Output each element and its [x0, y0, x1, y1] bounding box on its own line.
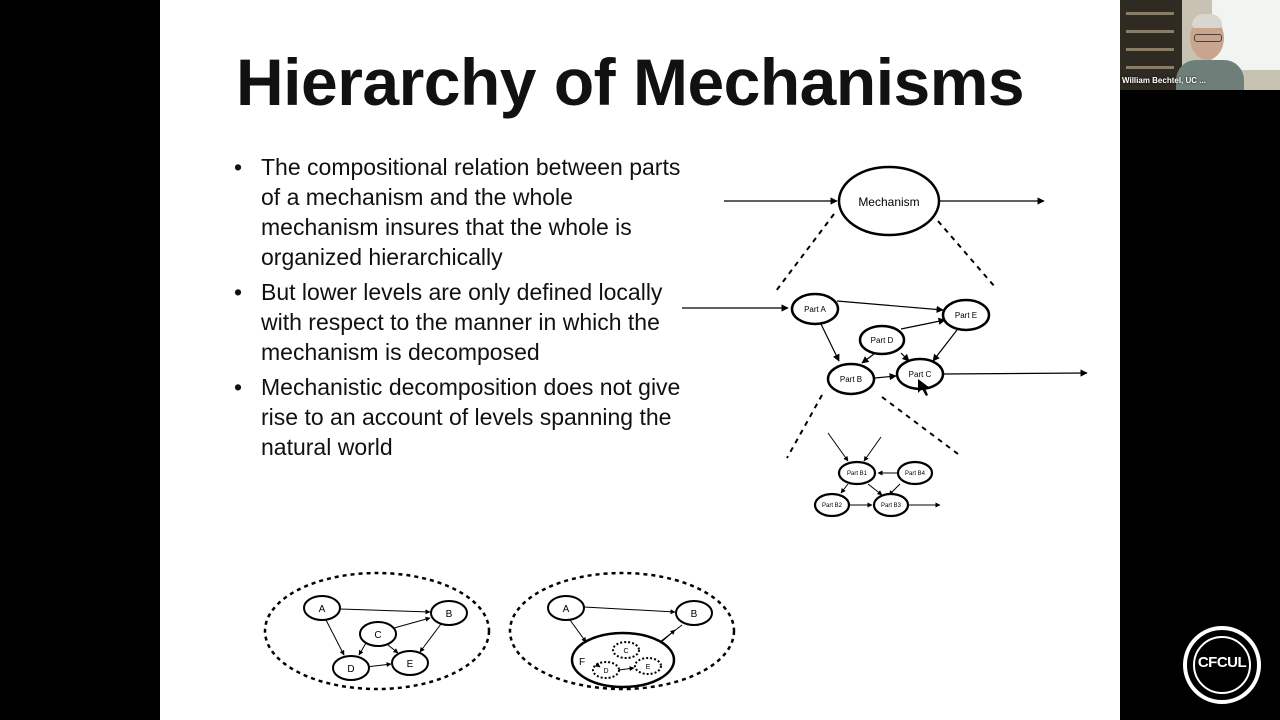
part-b3-label: Part B3 [881, 503, 902, 509]
part-e-node [941, 298, 991, 332]
node-b [675, 600, 713, 626]
participant-torso [1176, 60, 1244, 90]
node-d-label: D [347, 664, 354, 675]
part-b2-node [813, 492, 851, 518]
node-a [547, 595, 585, 621]
graph-right: F C D E A B [508, 571, 736, 691]
inner-node-c-label: C [623, 648, 628, 655]
bullet-icon: • [234, 279, 243, 305]
node-a-label: A [563, 604, 570, 615]
mechanism-node [837, 165, 941, 237]
node-e [391, 650, 429, 676]
part-b2-label: Part B2 [822, 503, 843, 509]
part-b4-node [896, 460, 934, 486]
mechanism-label: Mechanism [858, 195, 919, 209]
bullet-item: • Mechanistic decomposition does not give… [234, 372, 694, 462]
bullet-text: The compositional relation between parts… [261, 154, 681, 270]
right-letterbox [1120, 0, 1280, 720]
part-b-node [826, 362, 876, 396]
node-b [430, 600, 468, 626]
bookshelf-background [1120, 0, 1182, 90]
bullet-list: • The compositional relation between part… [234, 152, 694, 467]
presentation-slide: Hierarchy of Mechanisms • The composition… [160, 0, 1120, 720]
inner-node-e [634, 657, 662, 675]
node-a-label: A [319, 604, 326, 615]
bullet-text: Mechanistic decomposition does not give … [261, 374, 681, 460]
graph-right-boundary [508, 571, 736, 691]
logo-text: CFCUL [1197, 654, 1247, 671]
part-d-node [858, 324, 906, 356]
bullet-icon: • [234, 374, 243, 400]
participant-name: William Bechtel, UC ... [1122, 76, 1206, 85]
bullet-item: • The compositional relation between part… [234, 152, 694, 272]
mouse-cursor-icon [918, 379, 930, 396]
node-c [359, 621, 397, 647]
part-c-label: Part C [909, 370, 932, 379]
participant-video-thumbnail[interactable]: William Bechtel, UC ... [1120, 0, 1280, 90]
part-a-label: Part A [804, 305, 826, 314]
participant-glasses [1194, 34, 1222, 42]
mechanism-hierarchy-diagram: Mechanism Part A Part E Part D Part B [263, 165, 1088, 691]
subparts-level: Part B1 Part B4 Part B2 Part B3 [813, 432, 941, 518]
part-b1-node [837, 460, 877, 486]
left-letterbox [0, 0, 160, 720]
parts-level: Part A Part E Part D Part B Part C [682, 292, 1088, 459]
node-c-label: C [374, 630, 381, 641]
bullet-icon: • [234, 154, 243, 180]
inner-node-e-label: E [646, 664, 651, 671]
node-b-label: B [691, 609, 698, 620]
part-e-label: Part E [955, 311, 977, 320]
bullet-item: • But lower levels are only defined local… [234, 277, 694, 367]
node-d [332, 655, 370, 681]
part-b1-label: Part B1 [847, 471, 868, 477]
slide-title: Hierarchy of Mechanisms [236, 45, 1025, 119]
cfcul-logo: CFCUL [1183, 626, 1261, 704]
part-b3-node [872, 492, 910, 518]
participant-hair [1192, 14, 1222, 28]
graph-left-boundary [263, 571, 491, 691]
node-a [303, 595, 341, 621]
inner-node-d-label: D [603, 668, 608, 675]
node-e-label: E [407, 659, 414, 670]
graph-left: A B C D E [263, 571, 491, 691]
logo-ring [1193, 636, 1251, 694]
part-b4-label: Part B4 [905, 471, 926, 477]
part-d-label: Part D [871, 336, 894, 345]
inner-node-c [612, 641, 640, 659]
node-b-label: B [446, 609, 453, 620]
part-b-label: Part B [840, 375, 862, 384]
mechanism-level: Mechanism [724, 165, 1045, 292]
cluster-f-node [570, 631, 676, 689]
cluster-f-label: F [579, 657, 585, 668]
part-a-node [790, 292, 840, 326]
bullet-text: But lower levels are only defined locall… [261, 279, 663, 365]
